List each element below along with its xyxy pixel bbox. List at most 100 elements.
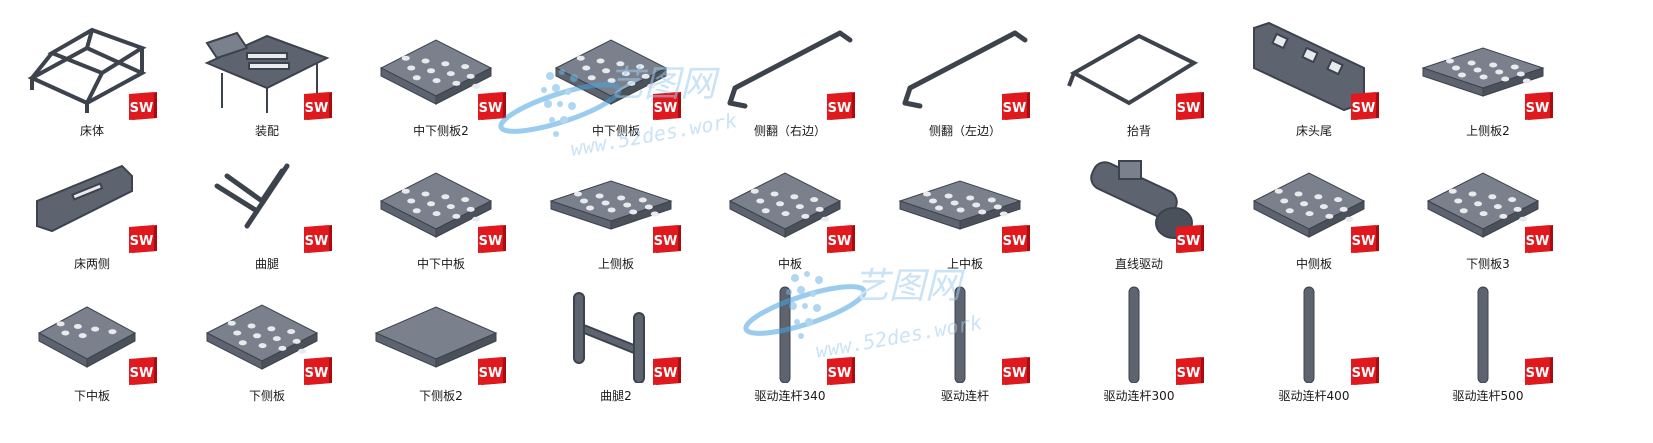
file-tile[interactable]: SW 中下侧板 <box>524 10 708 145</box>
solidworks-file-icon: SW <box>1176 225 1204 253</box>
cad-part-thumbnail <box>1067 33 1199 106</box>
cad-part-thumbnail <box>902 30 1028 109</box>
file-tile[interactable]: SW 直线驱动 <box>1047 143 1231 278</box>
cad-part-thumbnail <box>1090 160 1193 239</box>
solidworks-file-icon: SW <box>129 225 157 253</box>
file-name-label: 上侧板 <box>597 257 634 271</box>
file-name-label: 中下中板 <box>416 257 465 271</box>
file-tile[interactable]: SW 上侧板2 <box>1396 10 1580 145</box>
file-tile[interactable]: SW 床两侧 <box>0 143 184 278</box>
cad-part-thumbnail <box>374 306 498 368</box>
cad-part-thumbnail <box>573 292 645 383</box>
solidworks-file-icon: SW <box>1002 357 1030 385</box>
cad-part-thumbnail <box>1252 172 1366 238</box>
file-tile[interactable]: SW 驱动连杆 <box>873 275 1057 410</box>
svg-text:SW: SW <box>130 366 154 381</box>
svg-text:SW: SW <box>479 101 503 116</box>
solidworks-file-icon: SW <box>1176 92 1204 120</box>
svg-text:SW: SW <box>1177 234 1201 249</box>
file-name-label: 床两侧 <box>73 257 110 271</box>
svg-text:SW: SW <box>1177 366 1201 381</box>
cad-part-thumbnail <box>214 163 290 229</box>
svg-text:SW: SW <box>1003 234 1027 249</box>
cad-part-thumbnail <box>1421 47 1545 97</box>
file-name-label: 上中板 <box>946 257 983 271</box>
solidworks-file-icon: SW <box>1002 225 1030 253</box>
file-tile[interactable]: SW 床头尾 <box>1222 10 1406 145</box>
svg-text:SW: SW <box>1352 366 1376 381</box>
svg-text:SW: SW <box>305 101 329 116</box>
svg-text:SW: SW <box>654 101 678 116</box>
solidworks-file-icon: SW <box>827 357 855 385</box>
svg-text:SW: SW <box>654 366 678 381</box>
file-name-label: 中下侧板 <box>591 124 640 138</box>
file-name-label: 直线驱动 <box>1114 257 1163 271</box>
file-tile[interactable]: SW 中下中板 <box>349 143 533 278</box>
cad-part-thumbnail <box>1426 172 1540 238</box>
file-name-label: 下侧板3 <box>1466 257 1510 271</box>
svg-text:SW: SW <box>1526 101 1550 116</box>
file-name-label: 侧翻（左边） <box>928 124 1001 138</box>
file-tile[interactable]: SW 装配 <box>175 10 359 145</box>
solidworks-file-icon: SW <box>1351 357 1379 385</box>
solidworks-file-icon: SW <box>1002 92 1030 120</box>
svg-text:SW: SW <box>1177 101 1201 116</box>
cad-part-thumbnail <box>27 27 147 113</box>
svg-text:SW: SW <box>828 234 852 249</box>
solidworks-file-icon: SW <box>1351 225 1379 253</box>
svg-text:SW: SW <box>479 366 503 381</box>
solidworks-file-icon: SW <box>653 225 681 253</box>
svg-text:SW: SW <box>130 234 154 249</box>
cad-part-thumbnail <box>1477 286 1489 383</box>
file-name-label: 床头尾 <box>1295 124 1332 138</box>
file-name-label: 装配 <box>254 124 279 138</box>
solidworks-file-icon: SW <box>827 225 855 253</box>
cad-part-thumbnail <box>379 39 493 105</box>
svg-text:SW: SW <box>305 366 329 381</box>
solidworks-file-icon: SW <box>1525 92 1553 120</box>
solidworks-file-icon: SW <box>1525 357 1553 385</box>
svg-text:SW: SW <box>654 234 678 249</box>
svg-text:SW: SW <box>305 234 329 249</box>
file-tile[interactable]: SW 下侧板2 <box>349 275 533 410</box>
file-name-label: 驱动连杆500 <box>1452 389 1524 403</box>
solidworks-file-icon: SW <box>304 92 332 120</box>
file-name-label: 床体 <box>79 124 104 138</box>
svg-text:SW: SW <box>1003 101 1027 116</box>
file-name-label: 驱动连杆300 <box>1103 389 1175 403</box>
solidworks-file-icon: SW <box>827 92 855 120</box>
file-name-label: 下侧板2 <box>419 389 463 403</box>
svg-text:SW: SW <box>1526 366 1550 381</box>
svg-text:SW: SW <box>479 234 503 249</box>
file-tile[interactable]: SW 上中板 <box>873 143 1057 278</box>
cad-part-thumbnail <box>954 286 966 383</box>
file-tile[interactable]: SW 曲腿2 <box>524 275 708 410</box>
solidworks-file-icon: SW <box>1351 92 1379 120</box>
solidworks-file-icon: SW <box>304 225 332 253</box>
cad-part-thumbnail <box>727 30 853 109</box>
svg-text:SW: SW <box>1352 234 1376 249</box>
file-tile[interactable]: SW 上侧板 <box>524 143 708 278</box>
cad-part-thumbnail <box>205 304 319 370</box>
file-name-label: 上侧板2 <box>1466 124 1510 138</box>
cad-part-thumbnail <box>554 39 668 105</box>
file-name-label: 驱动连杆 <box>940 389 989 403</box>
file-name-label: 曲腿2 <box>600 389 632 403</box>
cad-part-thumbnail <box>1303 286 1315 383</box>
